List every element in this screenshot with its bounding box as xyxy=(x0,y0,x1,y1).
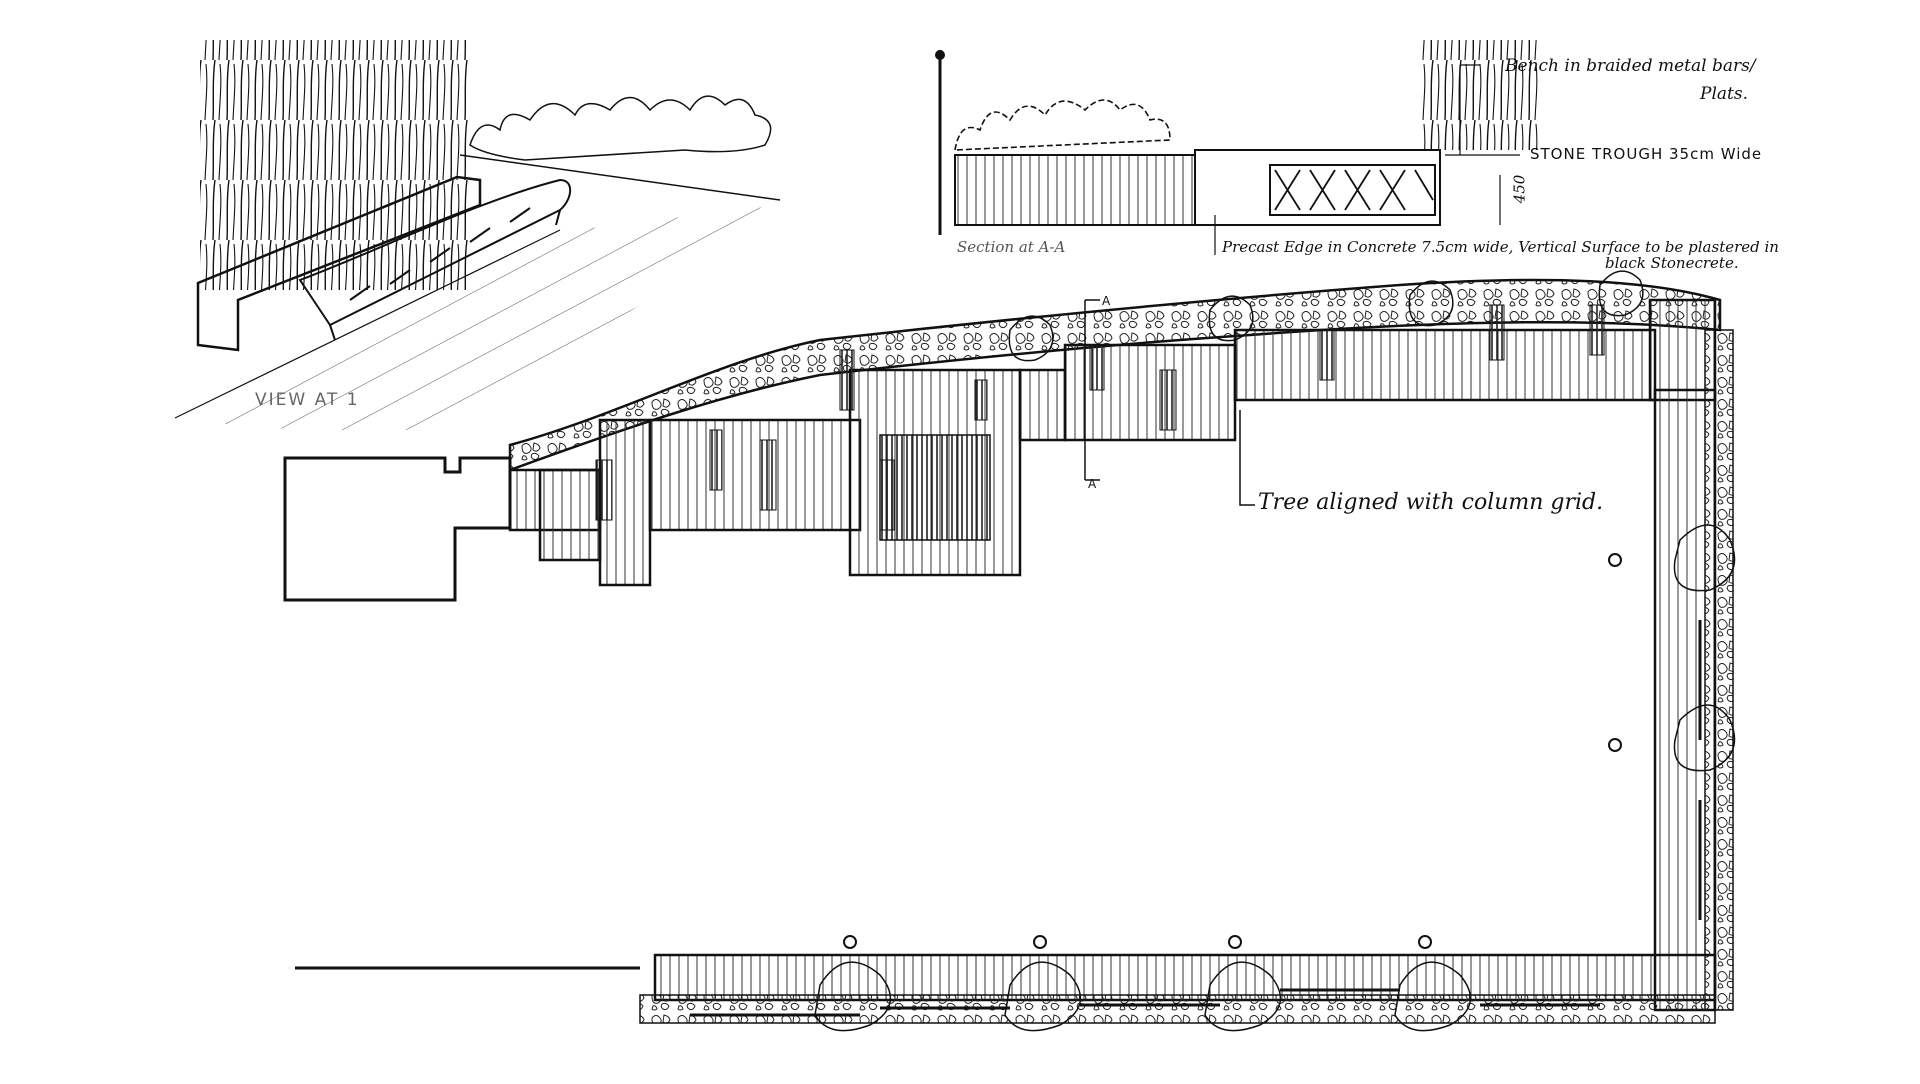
section-bench-braids xyxy=(1274,169,1434,211)
tree-markers xyxy=(843,553,1622,949)
section-shrubs xyxy=(954,99,1171,151)
distant-trees xyxy=(469,95,772,161)
perspective-view: VIEW AT 1 xyxy=(174,40,781,430)
bottom-wall xyxy=(653,953,1717,1002)
section-marker-top: A xyxy=(1102,294,1111,308)
trough-note: STONE TROUGH 35cm Wide xyxy=(1530,145,1763,163)
bottom-benches xyxy=(690,988,1600,1017)
site-plan: A A xyxy=(283,270,1736,1032)
dimension-note: 450 xyxy=(1510,174,1529,204)
hatched-accents xyxy=(595,304,1605,531)
section-cut-markers xyxy=(1084,299,1100,481)
existing-building xyxy=(283,456,512,602)
edge-note-line1: Precast Edge in Concrete 7.5cm wide, Ver… xyxy=(1222,238,1779,256)
bench-note-line2: Plats. xyxy=(1700,84,1748,104)
grass-planting xyxy=(200,40,470,290)
tree-note-leader xyxy=(1239,410,1255,506)
section-view: Section at A-A xyxy=(935,40,1540,256)
edge-note-line2: black Stonecrete. xyxy=(1605,254,1739,272)
bench-note-line1: Bench in braided metal bars/ xyxy=(1505,56,1756,76)
bottom-planting xyxy=(639,994,1716,1024)
section-trough xyxy=(1194,149,1441,226)
right-planting xyxy=(1704,329,1734,1011)
section-marker-bottom: A xyxy=(1088,477,1097,491)
view-label: VIEW AT 1 xyxy=(255,390,360,410)
section-label: Section at A-A xyxy=(957,238,1065,256)
tree-canopies xyxy=(814,270,1736,1032)
section-bench xyxy=(1269,164,1436,216)
bench xyxy=(298,178,572,341)
deck-plane xyxy=(175,205,780,430)
tree-note: Tree aligned with column grid. xyxy=(1258,490,1604,515)
